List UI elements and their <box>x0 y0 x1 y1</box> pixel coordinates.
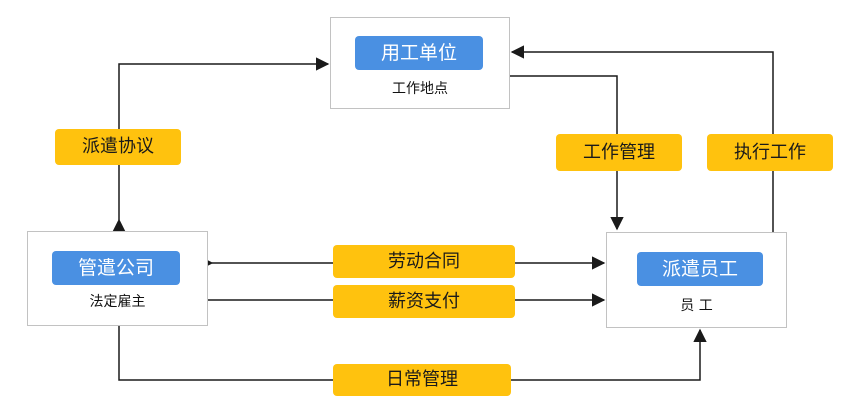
labor-contract-tag: 劳动合同 <box>333 245 515 278</box>
dispatched-employee-title: 派遣员工 <box>637 252 763 286</box>
execute-work-tag: 执行工作 <box>707 134 833 171</box>
dispatch-agreement-connector <box>112 57 330 233</box>
employer-unit-node: 用工单位 工作地点 <box>330 17 510 109</box>
employer-unit-title: 用工单位 <box>355 36 483 70</box>
dispatch-agreement-tag: 派遣协议 <box>55 129 181 165</box>
work-management-connector <box>510 75 624 231</box>
dispatch-company-node: 管遣公司 法定雇主 <box>27 231 208 326</box>
execute-work-connector <box>510 45 774 232</box>
dispatch-company-title: 管遣公司 <box>52 251 180 285</box>
dispatched-employee-subtitle: 员 工 <box>680 298 713 314</box>
dispatch-company-subtitle: 法定雇主 <box>89 294 146 310</box>
salary-payment-tag: 薪资支付 <box>333 285 515 318</box>
employer-unit-subtitle: 工作地点 <box>392 81 448 97</box>
dispatched-employee-node: 派遣员工 员 工 <box>606 232 787 328</box>
daily-management-tag: 日常管理 <box>333 364 511 396</box>
work-management-tag: 工作管理 <box>556 134 682 171</box>
